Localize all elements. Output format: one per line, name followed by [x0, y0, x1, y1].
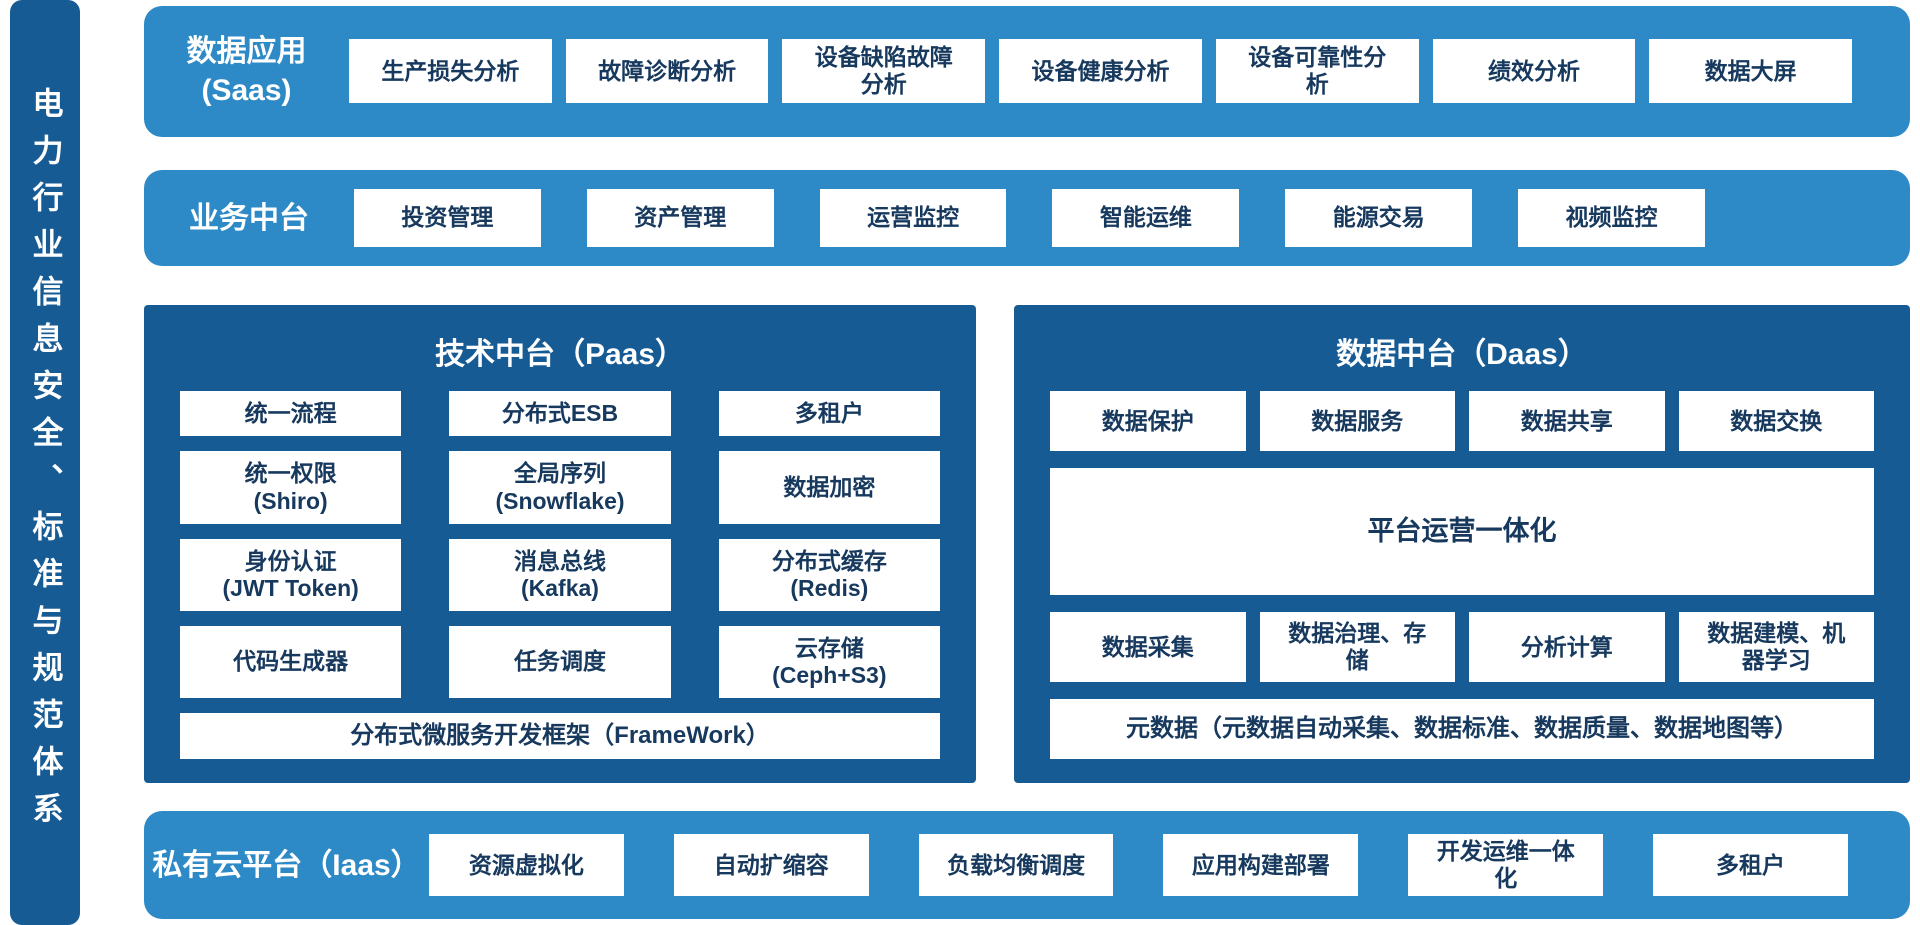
iaas-band: 私有云平台（Iaas） 资源虚拟化 自动扩缩容 负载均衡调度 应用构建部署 开发…: [144, 811, 1910, 919]
middle-panels: 技术中台（Paas） 统一流程 分布式ESB 多租户 统一权限 (Shiro) …: [144, 305, 1910, 784]
daas-body: 数据保护 数据服务 数据共享 数据交换 平台运营一体化 数据采集 数据治理、存 …: [1050, 391, 1874, 760]
paas-cell-code-generator: 代码生成器: [180, 625, 402, 699]
business-item-investment-management: 投资管理: [354, 189, 541, 248]
paas-cell-distributed-esb: 分布式ESB: [449, 391, 671, 437]
saas-band-label-line2: (Saas): [201, 74, 292, 108]
business-item-energy-trading: 能源交易: [1285, 189, 1473, 248]
iaas-items: 资源虚拟化 自动扩缩容 负载均衡调度 应用构建部署 开发运维一体 化 多租户: [429, 834, 1910, 897]
saas-item-equipment-reliability-analysis: 设备可靠性分 析: [1215, 39, 1419, 104]
paas-cell-unified-permission-shiro: 统一权限 (Shiro): [180, 451, 402, 524]
iaas-item-auto-scaling: 自动扩缩容: [673, 834, 869, 897]
paas-grid: 统一流程 分布式ESB 多租户 统一权限 (Shiro) 全局序列 (Snowf…: [180, 391, 940, 760]
saas-item-equipment-defect-fault-analysis: 设备缺陷故障 分析: [782, 39, 986, 104]
business-items: 投资管理 资产管理 运营监控 智能运维 能源交易 视频监控: [354, 189, 1910, 248]
paas-panel-title: 技术中台（Paas）: [434, 338, 686, 372]
daas-panel-title: 数据中台（Daas）: [1336, 338, 1588, 372]
saas-items: 生产损失分析 故障诊断分析 设备缺陷故障 分析 设备健康分析 设备可靠性分 析 …: [349, 39, 1910, 104]
daas-cell-data-sharing: 数据共享: [1469, 391, 1665, 452]
daas-cell-data-modeling-machine-learning: 数据建模、机 器学习: [1678, 612, 1874, 683]
saas-band-label: 数据应用 (Saas): [144, 32, 349, 110]
iaas-band-label: 私有云平台（Iaas）: [152, 848, 421, 882]
paas-cell-data-encryption: 数据加密: [718, 451, 940, 524]
daas-cell-data-governance-storage: 数据治理、存 储: [1259, 612, 1455, 683]
business-item-operation-monitoring: 运营监控: [819, 189, 1007, 248]
left-title-bar: 电力行业信息安全、标准与规范体系: [10, 0, 80, 925]
daas-panel: 数据中台（Daas） 数据保护 数据服务 数据共享 数据交换 平台运营一体化 数…: [1014, 305, 1910, 784]
paas-cell-unified-process: 统一流程: [180, 391, 402, 437]
saas-item-data-dashboard: 数据大屏: [1649, 39, 1853, 104]
daas-platform-operation-integration: 平台运营一体化: [1050, 468, 1874, 596]
diagram-body: 数据应用 (Saas) 生产损失分析 故障诊断分析 设备缺陷故障 分析 设备健康…: [144, 0, 1910, 925]
business-band-label: 业务中台: [189, 201, 309, 235]
iaas-item-load-balancing-scheduling: 负载均衡调度: [918, 834, 1114, 897]
paas-panel: 技术中台（Paas） 统一流程 分布式ESB 多租户 统一权限 (Shiro) …: [144, 305, 976, 784]
daas-cell-data-exchange: 数据交换: [1678, 391, 1874, 452]
saas-item-performance-analysis: 绩效分析: [1432, 39, 1636, 104]
iaas-item-devops-integration: 开发运维一体 化: [1408, 834, 1604, 897]
daas-mid-row: 数据采集 数据治理、存 储 分析计算 数据建模、机 器学习: [1050, 612, 1874, 683]
iaas-item-resource-virtualization: 资源虚拟化: [429, 834, 624, 897]
saas-item-production-loss-analysis: 生产损失分析: [349, 39, 552, 104]
daas-top-row: 数据保护 数据服务 数据共享 数据交换: [1050, 391, 1874, 452]
saas-band: 数据应用 (Saas) 生产损失分析 故障诊断分析 设备缺陷故障 分析 设备健康…: [144, 6, 1910, 137]
paas-cell-identity-auth-jwt-token: 身份认证 (JWT Token): [180, 538, 402, 611]
paas-cell-cloud-storage-ceph-s3: 云存储 (Ceph+S3): [718, 625, 940, 699]
paas-cell-distributed-cache-redis: 分布式缓存 (Redis): [718, 538, 940, 611]
daas-cell-data-service: 数据服务: [1259, 391, 1455, 452]
daas-footer-metadata: 元数据（元数据自动采集、数据标准、数据质量、数据地图等）: [1050, 699, 1874, 760]
saas-item-equipment-health-analysis: 设备健康分析: [999, 39, 1202, 104]
paas-cell-message-bus-kafka: 消息总线 (Kafka): [449, 538, 671, 611]
iaas-item-multi-tenant: 多租户: [1653, 834, 1848, 897]
business-item-video-monitoring: 视频监控: [1518, 189, 1705, 248]
business-item-intelligent-om: 智能运维: [1052, 189, 1240, 248]
paas-footer-microservice-framework: 分布式微服务开发框架（FrameWork）: [180, 713, 940, 760]
daas-cell-analysis-computing: 分析计算: [1469, 612, 1665, 683]
daas-cell-data-protection: 数据保护: [1050, 391, 1246, 452]
paas-cell-task-scheduler: 任务调度: [449, 625, 671, 699]
business-band: 业务中台 投资管理 资产管理 运营监控 智能运维 能源交易 视频监控: [144, 169, 1910, 267]
daas-cell-data-collection: 数据采集: [1050, 612, 1246, 683]
diagram-title: 电力行业信息安全、标准与规范体系: [27, 86, 63, 839]
paas-cell-global-sequence-snowflake: 全局序列 (Snowflake): [449, 451, 671, 524]
saas-band-label-line1: 数据应用: [186, 35, 307, 69]
iaas-item-app-build-deploy: 应用构建部署: [1163, 834, 1359, 897]
saas-item-fault-diagnosis-analysis: 故障诊断分析: [565, 39, 769, 104]
paas-cell-multi-tenant: 多租户: [718, 391, 940, 437]
business-item-asset-management: 资产管理: [586, 189, 774, 248]
